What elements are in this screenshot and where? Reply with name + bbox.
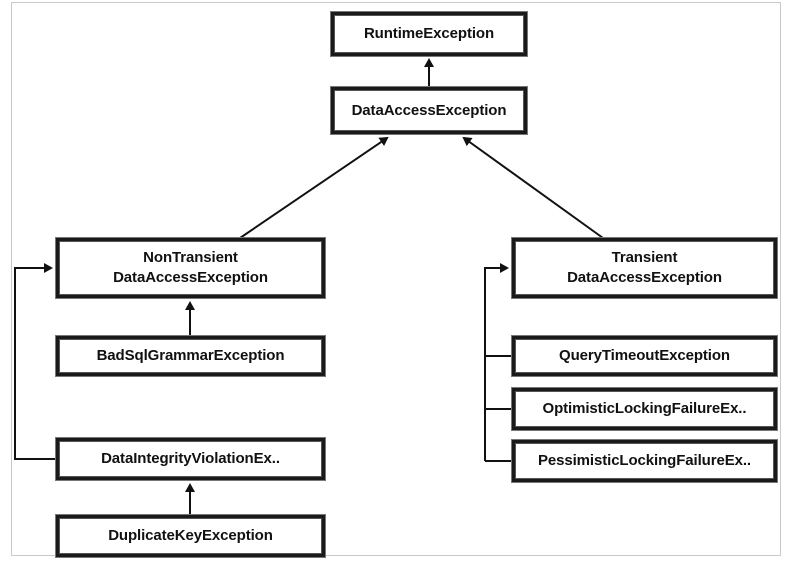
node-label: BadSqlGrammarException — [96, 347, 285, 364]
edge-dataintegrity-to-nontransient — [14, 263, 56, 460]
node-transient-data-access-exception: Transient DataAccessException — [512, 238, 777, 298]
node-label: NonTransient DataAccessException — [113, 249, 268, 286]
node-label: QueryTimeoutException — [559, 347, 730, 364]
node-non-transient-data-access-exception: NonTransient DataAccessException — [56, 238, 325, 298]
edge-transient-bus — [484, 263, 509, 461]
node-label: PessimisticLockingFailureEx.. — [537, 452, 752, 469]
node-data-integrity-violation-exception: DataIntegrityViolationEx.. — [56, 438, 325, 480]
node-bad-sql-grammar-exception: BadSqlGrammarException — [56, 336, 325, 376]
node-runtime-exception: RuntimeException — [331, 12, 527, 56]
edge-nontransient-to-dae — [239, 136, 389, 239]
node-label: OptimisticLockingFailureEx.. — [542, 400, 747, 417]
node-label: DataAccessException — [351, 101, 507, 119]
node-label: DuplicateKeyException — [108, 527, 273, 544]
node-query-timeout-exception: QueryTimeoutException — [512, 336, 777, 376]
node-duplicate-key-exception: DuplicateKeyException — [56, 515, 325, 557]
node-label: RuntimeException — [363, 25, 495, 42]
node-optimistic-locking-failure-exception: OptimisticLockingFailureEx.. — [512, 388, 777, 430]
node-label: Transient DataAccessException — [567, 249, 722, 286]
node-pessimistic-locking-failure-exception: PessimisticLockingFailureEx.. — [512, 440, 777, 482]
edge-transient-to-dae — [462, 136, 604, 239]
node-data-access-exception: DataAccessException — [331, 87, 527, 134]
node-label: DataIntegrityViolationEx.. — [101, 450, 280, 467]
diagram-frame — [11, 2, 781, 556]
